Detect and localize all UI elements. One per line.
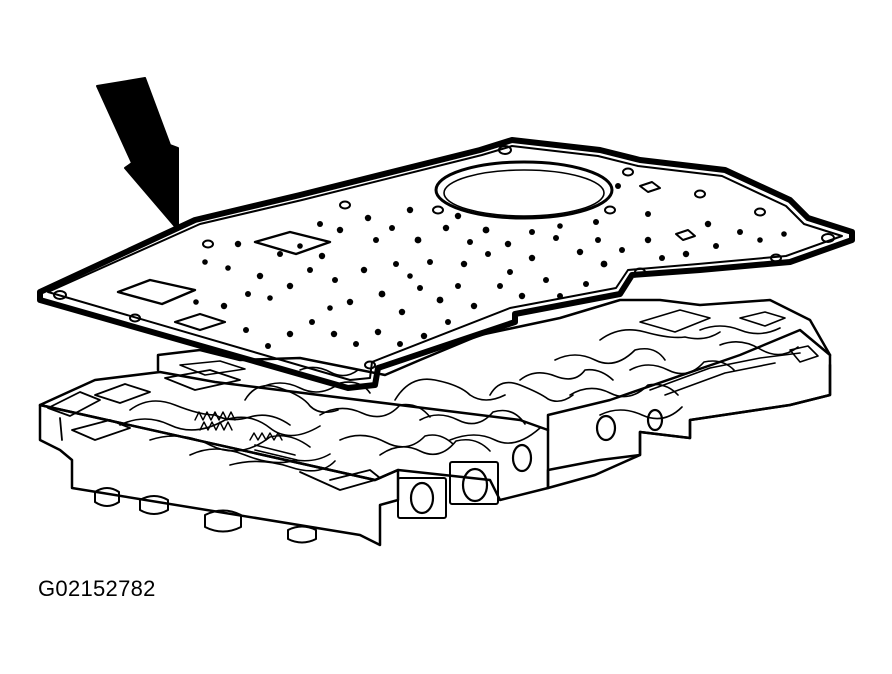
bottom-bosses [94,487,317,544]
valve-springs [194,411,298,461]
valve-body-pockets [47,369,381,491]
separator-plate [37,137,855,391]
valve-bores [397,408,664,519]
plate-feed-holes [193,183,787,349]
fluid-channels [119,309,819,472]
plate-circular-opening [434,160,614,220]
figure-id-label: G02152782 [38,576,156,601]
plate-bolt-holes [53,145,835,370]
arrow-pointer-icon [96,77,179,231]
plate-windows [116,181,696,332]
valve-body [38,298,832,547]
